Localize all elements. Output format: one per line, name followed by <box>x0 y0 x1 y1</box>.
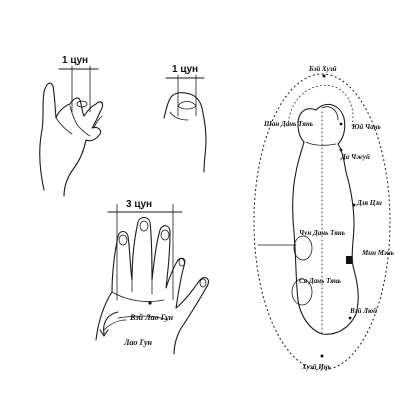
shan-dan-tian-label: Шан Дань Тянь <box>263 120 313 128</box>
point-marker <box>339 122 343 126</box>
thumb-detail <box>55 117 73 135</box>
yu-chen-label: Юй Чань <box>351 123 381 131</box>
arrowhead <box>99 329 109 337</box>
point-marker <box>322 74 326 78</box>
point-marker <box>148 301 152 305</box>
palm-crease <box>117 315 169 321</box>
fingernail <box>178 257 186 267</box>
palm-crease <box>103 319 127 331</box>
fingernail <box>139 220 149 232</box>
body-outline <box>292 103 359 335</box>
head-arc <box>287 84 354 127</box>
min-men-marker <box>346 256 352 264</box>
da-zhui-label: Да Чжуй <box>340 153 370 161</box>
sya-dan-tian-zone <box>291 278 313 306</box>
fingernail <box>177 101 197 110</box>
thumb-hand-outline <box>39 82 104 197</box>
thumb-measure-figure: 1 цун <box>39 55 104 197</box>
energy-oval <box>253 73 391 371</box>
thumbnail <box>76 100 88 108</box>
thumb-detail <box>93 115 103 129</box>
palm-crease <box>111 291 165 302</box>
point-marker <box>320 354 324 358</box>
min-men-label: Мин Мэнь <box>361 249 394 257</box>
neck-line <box>305 141 337 146</box>
fingernail <box>199 278 207 288</box>
point-marker <box>352 203 356 207</box>
thumb-detail <box>69 105 91 137</box>
finger-outline <box>163 92 207 173</box>
fingernail <box>118 234 128 246</box>
vei-lao-gun-label: Вэй Лао Гун <box>129 313 174 322</box>
bai-hui-label: Бэй Хуэй <box>308 65 337 73</box>
point-marker <box>339 148 343 152</box>
body-figure: Бэй Хуэй Шан Дань Тянь Юй Чань Да Чжуй Д… <box>253 65 394 371</box>
palm-hand-outline <box>95 216 209 355</box>
chun-dan-tian-zone <box>293 235 313 261</box>
point-marker <box>348 316 352 320</box>
thumb-measure-label: 1 цун <box>62 55 88 66</box>
finger-detail <box>169 111 189 121</box>
lao-gun-label: Лао Гун <box>123 338 153 347</box>
dzya-ji-label: Дзя Цзи <box>356 199 382 207</box>
middle-finger-measure-label: 1 цун <box>172 64 198 75</box>
sya-dan-tian-label: Ся Дань Тянь <box>299 277 341 285</box>
vei-lyui-label: Вэй Люй <box>349 307 377 315</box>
curved-arrow <box>103 311 119 335</box>
fingernail <box>160 229 170 241</box>
hui-yin-label: Хуэй Инь <box>301 363 331 371</box>
chun-dan-tian-label-line1: Чун Дань Тянь <box>299 229 345 237</box>
four-fingers-measure-figure: 3 цун Вэй Лао Гун Лао Гун <box>95 199 209 355</box>
middle-finger-measure-figure: 1 цун <box>163 64 207 173</box>
four-fingers-measure-label: 3 цун <box>126 199 152 210</box>
head-inner-line <box>321 106 339 121</box>
